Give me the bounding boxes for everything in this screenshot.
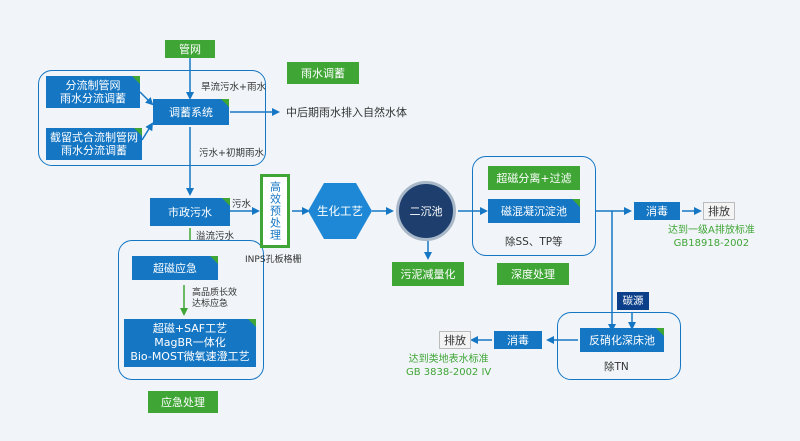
regulation-system-box: 调蓄系统 [153, 99, 229, 125]
late-rain-label: 中后期雨水排入自然水体 [286, 106, 407, 119]
emergency-note-line1: 高品质长效 [192, 288, 238, 298]
inps-label: INPS孔板格栅 [245, 255, 302, 265]
standard2-line2: GB 3838-2002 IV [406, 367, 492, 378]
deep-note: 除SS、TP等 [505, 236, 563, 248]
secondary-clarifier: 二沉池 [396, 181, 456, 241]
sludge-reduction-box: 污泥减量化 [392, 262, 464, 286]
separate-pipe-line2: 雨水分流调蓄 [60, 92, 126, 105]
magnetic-separation-box: 超磁分离+过滤 [488, 166, 580, 190]
denitrification-box: 反硝化深床池 [580, 328, 664, 352]
standard1-line1: 达到一级A排放标准 [668, 225, 755, 236]
denitrification-frame [557, 312, 681, 380]
standard2-text: 达到类地表水标准 GB 3838-2002 IV [406, 353, 491, 379]
standard2-line1: 达到类地表水标准 [408, 354, 489, 365]
combined-pipe-line1: 截留式合流制管网 [50, 131, 138, 144]
sewage-label: 污水 [232, 199, 252, 210]
overflow-label: 溢流污水 [196, 231, 235, 242]
pretreatment-box: 高效预处理 [260, 174, 290, 248]
municipal-sewage-box: 市政污水 [150, 198, 230, 226]
rainwater-storage-label: 雨水调蓄 [287, 62, 359, 84]
separate-pipe-line1: 分流制管网 [65, 79, 121, 92]
biochemical-hexagon [308, 183, 372, 239]
discharge-box-2: 排放 [439, 331, 471, 349]
storage-system-frame [38, 70, 266, 166]
emergency-magnetic-box: 超磁应急 [132, 256, 218, 280]
combined-pipe-line2: 雨水分流调蓄 [61, 144, 127, 157]
pretreatment-inner: 高效预处理 [263, 177, 287, 245]
emergency-note-line2: 达标应急 [192, 299, 229, 309]
combined-pipe-box: 截留式合流制管网 雨水分流调蓄 [46, 128, 142, 160]
emergency-process-line1: 超磁+SAF工艺 [152, 322, 228, 335]
standard1-line2: GB18918-2002 [673, 238, 750, 249]
emergency-process-box: 超磁+SAF工艺 MagBR一体化 Bio-MOST微氧速澄工艺 [124, 319, 256, 367]
standard1-text: 达到一级A排放标准 GB18918-2002 [668, 224, 755, 250]
discharge-box-1: 排放 [703, 202, 735, 220]
pretreatment-text: 高效预处理 [268, 181, 282, 241]
pipe-network-box: 管网 [165, 40, 215, 58]
secondary-clarifier-label: 二沉池 [409, 204, 443, 218]
emergency-note: 高品质长效 达标应急 [192, 288, 237, 310]
emergency-frame [118, 240, 264, 380]
deep-treatment-label: 深度处理 [497, 263, 569, 285]
dry-rain-label: 旱流污水+雨水 [201, 82, 266, 93]
separate-pipe-box: 分流制管网 雨水分流调蓄 [46, 76, 140, 108]
disinfection-box-1: 消毒 [634, 202, 680, 220]
tn-note: 除TN [604, 361, 629, 373]
carbon-source-box: 碳源 [617, 292, 649, 310]
emergency-treatment-label: 应急处理 [148, 391, 218, 413]
emergency-process-line3: Bio-MOST微氧速澄工艺 [130, 350, 250, 363]
disinfection-box-2: 消毒 [494, 331, 542, 349]
biochemical-label: 生化工艺 [317, 203, 363, 218]
emergency-process-line2: MagBR一体化 [154, 336, 226, 349]
early-rain-label: 污水+初期雨水 [199, 148, 264, 159]
magnetic-coagulation-box: 磁混凝沉淀池 [488, 199, 580, 223]
deep-treatment-frame [472, 156, 596, 256]
